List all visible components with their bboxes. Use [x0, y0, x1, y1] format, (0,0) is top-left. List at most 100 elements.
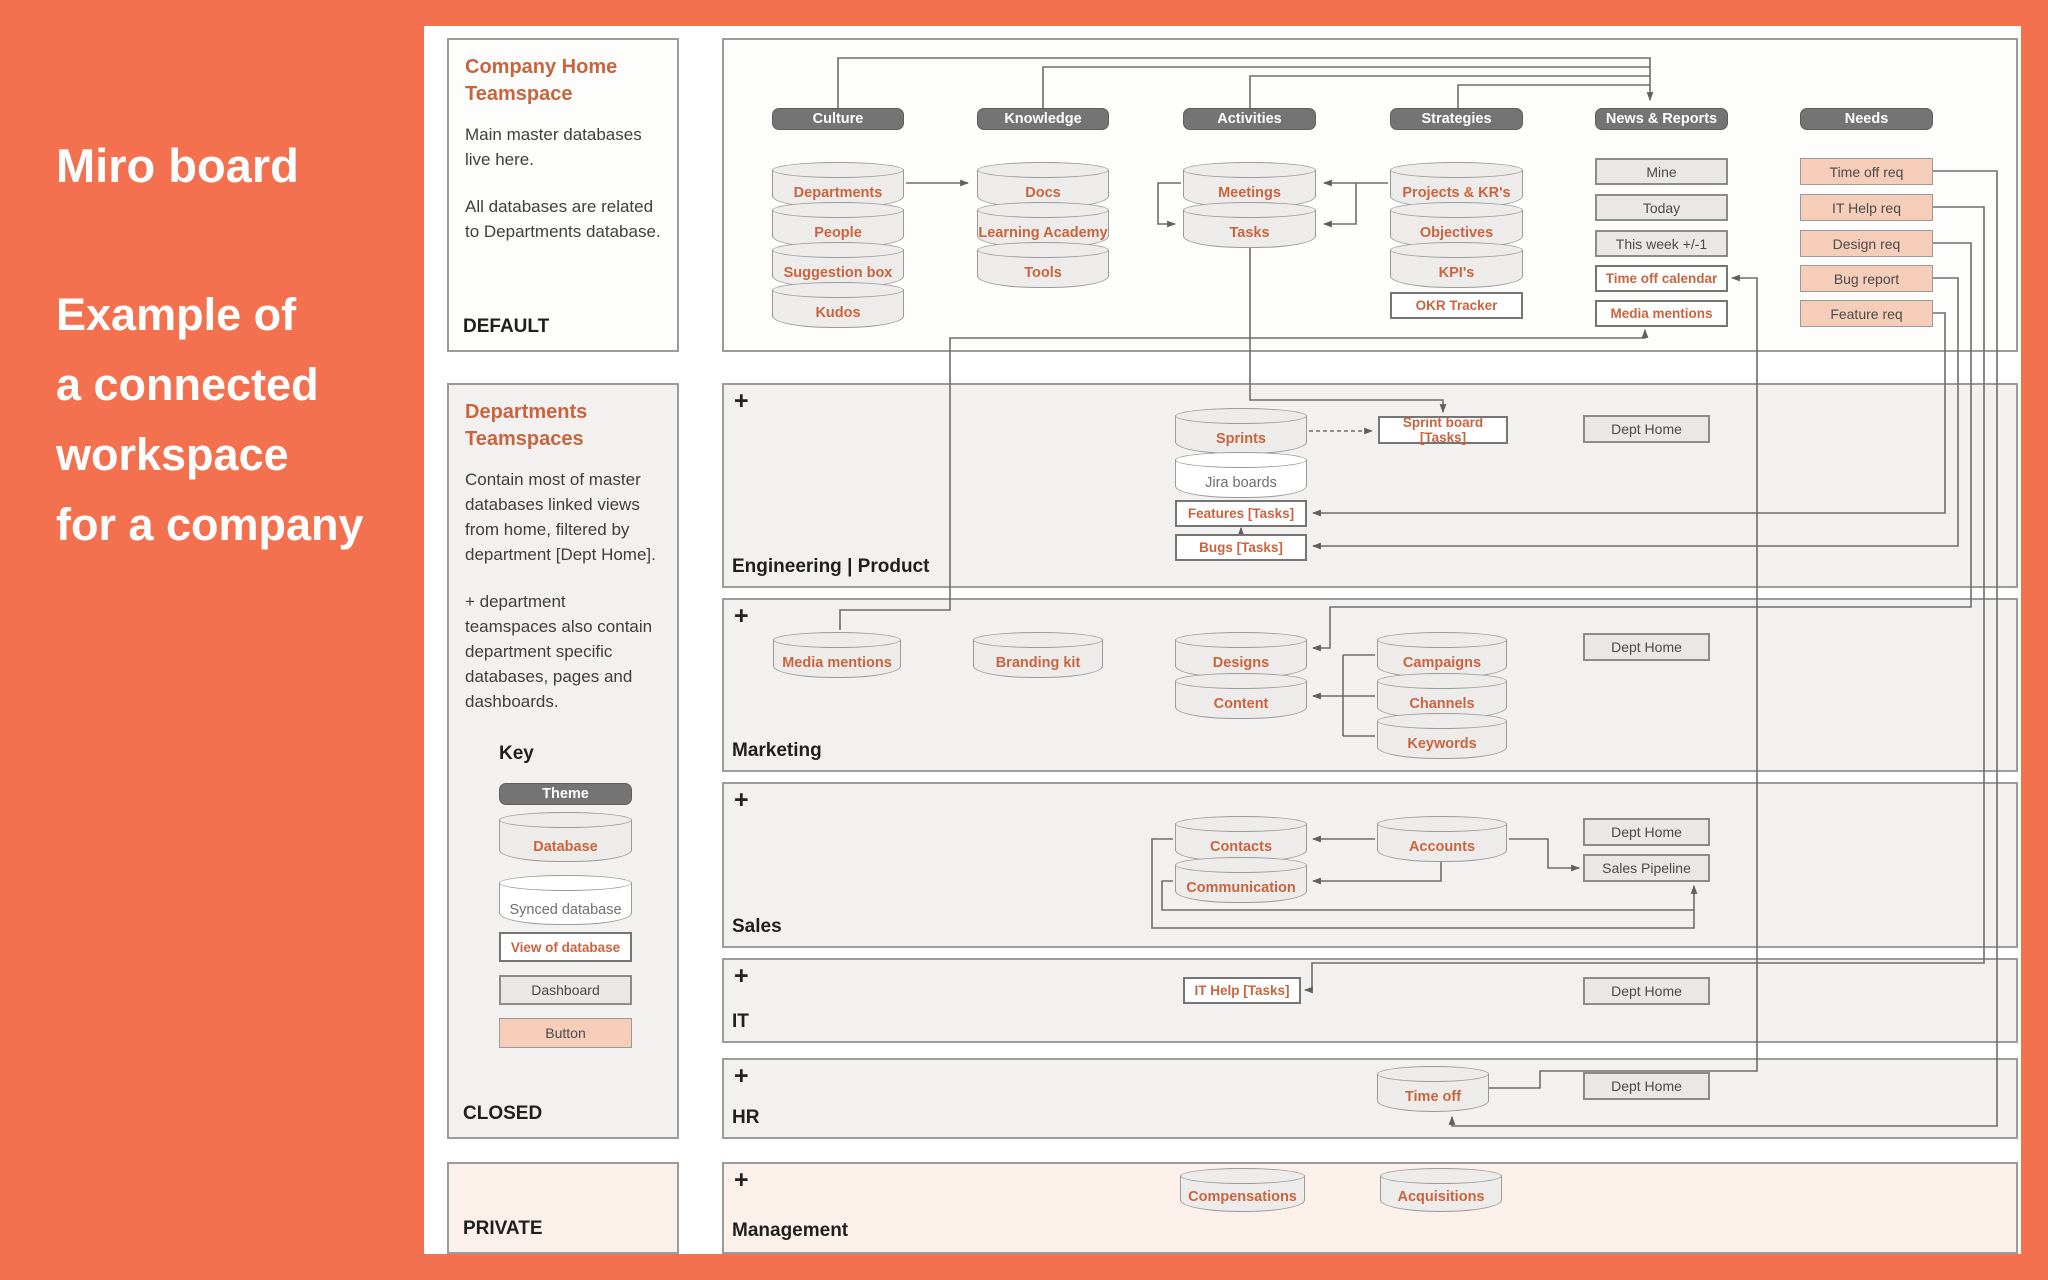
theme-knowledge[interactable]: Knowledge: [977, 108, 1109, 130]
db-tools[interactable]: Tools: [977, 242, 1109, 288]
db-label: Jira boards: [1205, 475, 1277, 491]
board-caption-title: Miro board: [56, 139, 299, 192]
db-keywords[interactable]: Keywords: [1377, 713, 1507, 759]
button-it-help-req[interactable]: IT Help req: [1800, 194, 1933, 221]
db-label: Tasks: [1229, 225, 1270, 241]
button-bug-report[interactable]: Bug report: [1800, 265, 1933, 292]
db-label: Suggestion box: [783, 265, 893, 281]
db-jira-boards[interactable]: Jira boards: [1175, 452, 1307, 498]
button-design-req[interactable]: Design req: [1800, 230, 1933, 257]
button-feature-req[interactable]: Feature req: [1800, 300, 1933, 327]
expand-toggle-hr[interactable]: +: [734, 1062, 749, 1090]
db-label: Accounts: [1408, 839, 1476, 855]
button-label: Design req: [1832, 235, 1901, 252]
view-time-off-calendar[interactable]: Time off calendar: [1595, 265, 1728, 292]
key-dashboard: Dashboard: [499, 975, 632, 1005]
db-label: Communication: [1186, 880, 1296, 896]
dashboard-this-week[interactable]: This week +/-1: [1595, 230, 1728, 257]
db-label: Meetings: [1218, 185, 1281, 201]
db-tasks[interactable]: Tasks: [1183, 202, 1316, 248]
db-label: KPI's: [1438, 265, 1475, 281]
board-caption-subtitle: Example of a connected workspace for a c…: [56, 280, 364, 560]
dashboard-dept-home-hr[interactable]: Dept Home: [1583, 1072, 1710, 1100]
key-button-label: Button: [545, 1025, 586, 1041]
db-people[interactable]: People: [772, 202, 904, 248]
dashboard-today[interactable]: Today: [1595, 194, 1728, 221]
dashboard-dept-home-marketing[interactable]: Dept Home: [1583, 633, 1710, 661]
theme-activities[interactable]: Activities: [1183, 108, 1316, 130]
panel-company-home[interactable]: Company Home Teamspace Main master datab…: [447, 38, 679, 352]
expand-toggle-sales[interactable]: +: [734, 786, 749, 814]
panel-row-it[interactable]: [722, 958, 2018, 1043]
button-label: Bug report: [1833, 270, 1900, 287]
expand-toggle-it[interactable]: +: [734, 962, 749, 990]
dashboard-label: Dept Home: [1611, 639, 1682, 655]
db-label: Keywords: [1407, 736, 1477, 752]
db-compensations[interactable]: Compensations: [1180, 1168, 1305, 1212]
theme-strategies[interactable]: Strategies: [1390, 108, 1523, 130]
dashboard-label: Mine: [1646, 163, 1677, 180]
row-label-hr: HR: [732, 1107, 760, 1128]
dashboard-dept-home-sales[interactable]: Dept Home: [1583, 818, 1710, 846]
db-label: Designs: [1212, 655, 1270, 671]
db-meetings[interactable]: Meetings: [1183, 162, 1316, 208]
db-label: People: [814, 225, 862, 241]
dashboard-dept-home-it[interactable]: Dept Home: [1583, 977, 1710, 1005]
db-label: Media mentions: [782, 655, 892, 671]
departments-title: Departments Teamspaces: [465, 401, 588, 450]
panel-row-sales[interactable]: [722, 782, 2018, 948]
db-communication[interactable]: Communication: [1175, 857, 1307, 903]
db-label: Branding kit: [995, 655, 1081, 671]
row-label-marketing: Marketing: [732, 740, 822, 761]
expand-toggle-management[interactable]: +: [734, 1166, 749, 1194]
db-kpis[interactable]: KPI's: [1390, 242, 1523, 288]
view-okr-tracker[interactable]: OKR Tracker: [1390, 292, 1523, 319]
view-label: Features [Tasks]: [1187, 506, 1295, 521]
db-docs[interactable]: Docs: [977, 162, 1109, 208]
panel-private[interactable]: PRIVATE: [447, 1162, 679, 1254]
db-time-off[interactable]: Time off: [1377, 1066, 1489, 1112]
caption-line: a connected: [56, 359, 319, 410]
db-media-mentions-marketing[interactable]: Media mentions: [773, 632, 901, 678]
dashboard-dept-home-engineering[interactable]: Dept Home: [1583, 415, 1710, 443]
key-view-of-database: View of database: [499, 932, 632, 962]
db-contacts[interactable]: Contacts: [1175, 816, 1307, 862]
theme-needs[interactable]: Needs: [1800, 108, 1933, 130]
expand-toggle-marketing[interactable]: +: [734, 602, 749, 630]
view-features-tasks[interactable]: Features [Tasks]: [1175, 500, 1307, 527]
db-acquisitions[interactable]: Acquisitions: [1380, 1168, 1502, 1212]
company-home-title: Company Home Teamspace: [465, 56, 618, 105]
db-sprints[interactable]: Sprints: [1175, 408, 1307, 454]
company-home-body-1: Main master databases live here.: [465, 125, 642, 169]
theme-culture[interactable]: Culture: [772, 108, 904, 130]
db-branding-kit[interactable]: Branding kit: [973, 632, 1103, 678]
row-label-management: Management: [732, 1220, 849, 1241]
panel-departments-teamspaces[interactable]: Departments Teamspaces Contain most of m…: [447, 383, 679, 1139]
dashboard-mine[interactable]: Mine: [1595, 158, 1728, 185]
db-campaigns[interactable]: Campaigns: [1377, 632, 1507, 678]
db-kudos[interactable]: Kudos: [772, 282, 904, 328]
db-accounts[interactable]: Accounts: [1377, 816, 1507, 862]
db-label: Content: [1213, 696, 1269, 712]
theme-news-reports[interactable]: News & Reports: [1595, 108, 1728, 130]
departments-body-2: + department teamspaces also contain dep…: [465, 592, 653, 711]
panel-row-marketing[interactable]: [722, 598, 2018, 772]
view-it-help-tasks[interactable]: IT Help [Tasks]: [1183, 977, 1301, 1004]
panel-row-management[interactable]: [722, 1162, 2018, 1254]
key-synced-database-label: Synced database: [509, 902, 622, 918]
key-title: Key: [499, 743, 534, 764]
dashboard-sales-pipeline[interactable]: Sales Pipeline: [1583, 854, 1710, 882]
view-bugs-tasks[interactable]: Bugs [Tasks]: [1175, 534, 1307, 561]
button-time-off-req[interactable]: Time off req: [1800, 158, 1933, 185]
view-sprint-board-tasks[interactable]: Sprint board [Tasks]: [1378, 415, 1508, 445]
db-designs[interactable]: Designs: [1175, 632, 1307, 678]
caption-line: for a company: [56, 499, 364, 550]
expand-toggle-engineering[interactable]: +: [734, 387, 749, 415]
db-label: Kudos: [815, 305, 861, 321]
dashboard-label: Dept Home: [1611, 1078, 1682, 1094]
button-label: Feature req: [1830, 305, 1903, 322]
db-content[interactable]: Content: [1175, 673, 1307, 719]
view-label: Time off calendar: [1605, 271, 1718, 286]
panel-row-hr[interactable]: [722, 1058, 2018, 1139]
view-media-mentions[interactable]: Media mentions: [1595, 300, 1728, 327]
